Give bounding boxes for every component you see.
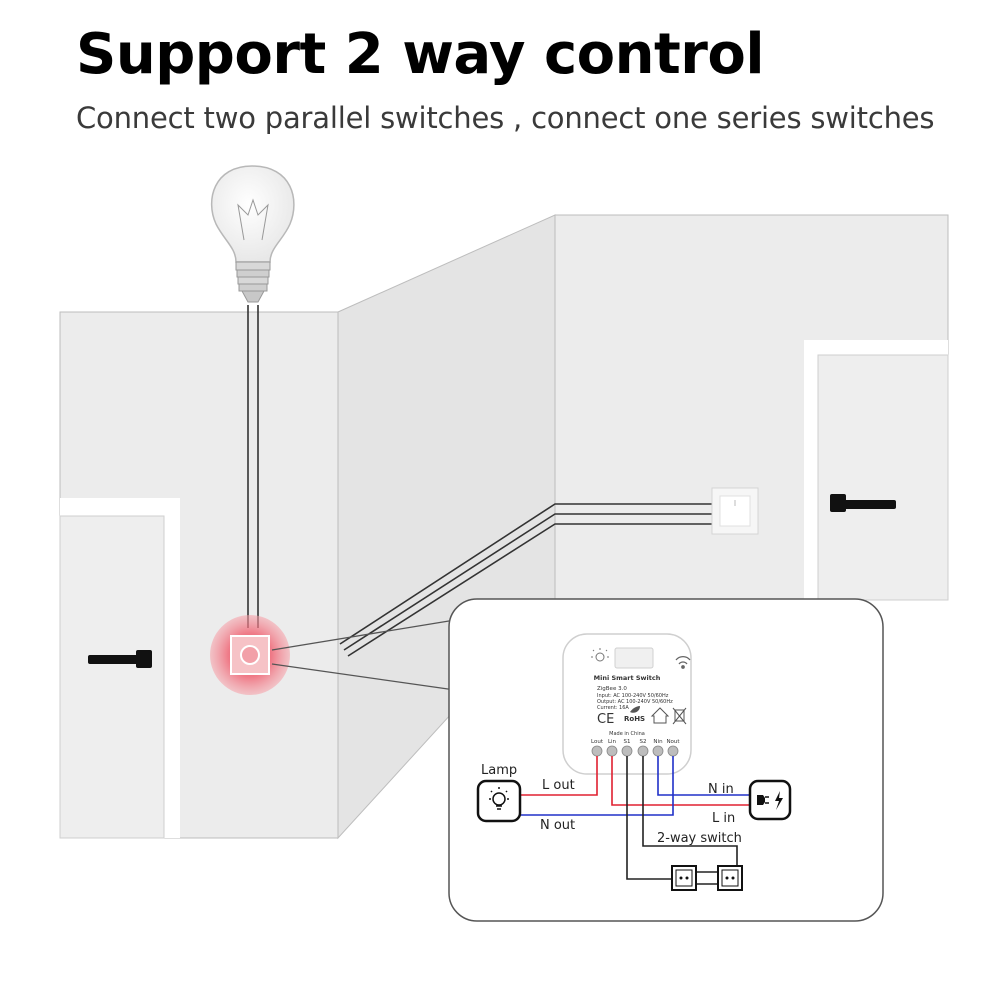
terminal-label: Lout [591,739,604,745]
page-subtitle: Connect two parallel switches , connect … [76,101,935,135]
two-way-switch-icon [717,865,743,891]
leaf-icon [630,706,640,713]
light-bulb-icon [210,165,295,303]
terminal-screws [591,745,679,757]
n-out-label: N out [540,818,575,833]
made-in: Made in China [609,731,645,737]
callout-lines [271,619,456,691]
smart-switch-device: Mini Smart Switch ZigBee 3.0 Input: AC 1… [562,633,692,775]
wifi-icon [675,656,691,669]
terminal-label: Lin [608,739,617,745]
wall-switch-icon [711,487,759,535]
device-input: Input: AC 100-240V 50/60Hz [597,693,669,699]
device-output: Output: AC 100-240V 50/60Hz [597,699,673,705]
l-out-label: L out [542,778,575,793]
conduit-vertical [247,305,259,628]
two-way-switch-icon [671,865,697,891]
page-title: Support 2 way control [76,22,765,87]
ce-mark: CE [597,712,614,727]
device-protocol: ZigBee 3.0 [597,686,627,692]
left-door [59,498,180,839]
conduit-diagonal [339,503,712,657]
two-way-label: 2-way switch [657,831,742,846]
home-icon [650,707,670,724]
device-current: Current: 16A [597,705,629,711]
door-handle-icon [832,500,896,509]
right-door [804,340,949,601]
device-name: Mini Smart Switch [594,674,661,682]
wiring-lines [520,756,750,885]
light-icon [591,648,609,662]
power-plug-icon [748,779,792,821]
n-in-label: N in [708,782,734,797]
junction-highlight [210,615,290,695]
lamp-icon [476,779,522,823]
rohs-mark: RoHS [624,715,645,723]
lamp-label: Lamp [481,763,517,778]
terminal-label: S2 [640,739,647,745]
terminal-label: S1 [624,739,631,745]
terminal-label: Nin [653,739,663,745]
weee-bin-icon [672,707,687,725]
terminal-labels: Lout Lin S1 S2 Nin Nout [591,739,680,745]
door-handle-icon [88,655,146,664]
terminal-label: Nout [666,739,680,745]
l-in-label: L in [712,811,735,826]
